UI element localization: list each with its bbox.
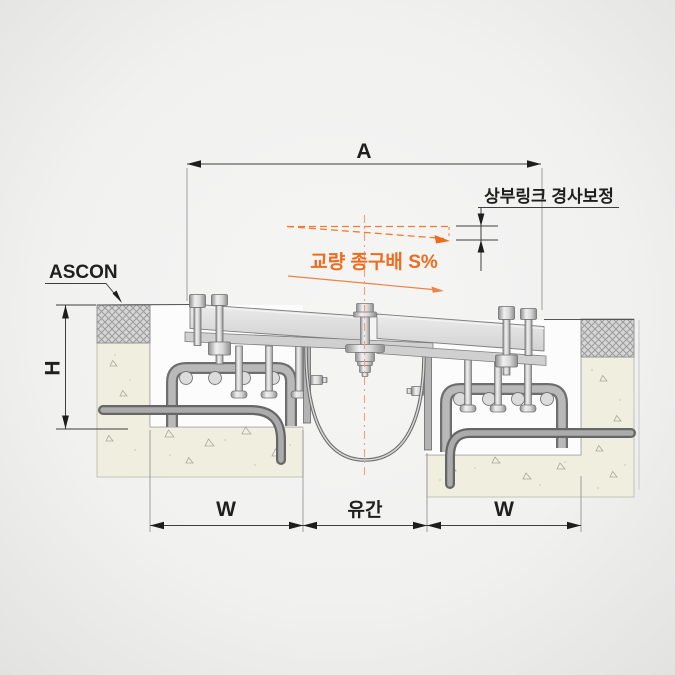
dim-w-right-label: W [494,498,514,521]
dim-a-label: A [356,140,371,163]
dimension-h: H [41,304,128,430]
rebar-circles-right [453,392,554,406]
slope-thin-arrowhead [431,286,444,293]
embedded-bar-left [98,405,286,465]
slope-annotations: 교량 종구배 S% [286,215,450,475]
slope-thin-line [287,275,439,291]
u-seal [304,346,426,462]
ascon-layer-right [580,318,635,358]
anchor-studs-left [230,345,308,399]
ascon-layer-left [96,304,151,344]
ascon-callout: ASCON [45,262,122,303]
bridge-slope-label: 교량 종구배 S% [310,251,438,273]
embedded-bar-right [445,428,636,489]
ascon-label: ASCON [49,262,118,283]
dimension-a: A [186,140,543,310]
plate-bolts-right [495,306,537,376]
ascon-leader-arrowhead [112,290,122,303]
slope-arrowhead [434,235,450,244]
fin-bolt-left [310,375,323,385]
slope-dashed-incline [286,225,445,240]
dimension-slope-correction: 상부링크 경사보정 [456,187,619,271]
road-surface-left [96,303,191,306]
plate-bolts-left [189,294,231,365]
slope-correction-label: 상부링크 경사보정 [484,187,614,206]
dim-w-left-label: W [216,498,236,521]
dim-h-label: H [41,360,64,375]
anchor-frame-left [166,345,308,427]
dimension-bottom: W 유간 W [149,430,582,532]
dim-gap-label: 유간 [348,499,383,521]
